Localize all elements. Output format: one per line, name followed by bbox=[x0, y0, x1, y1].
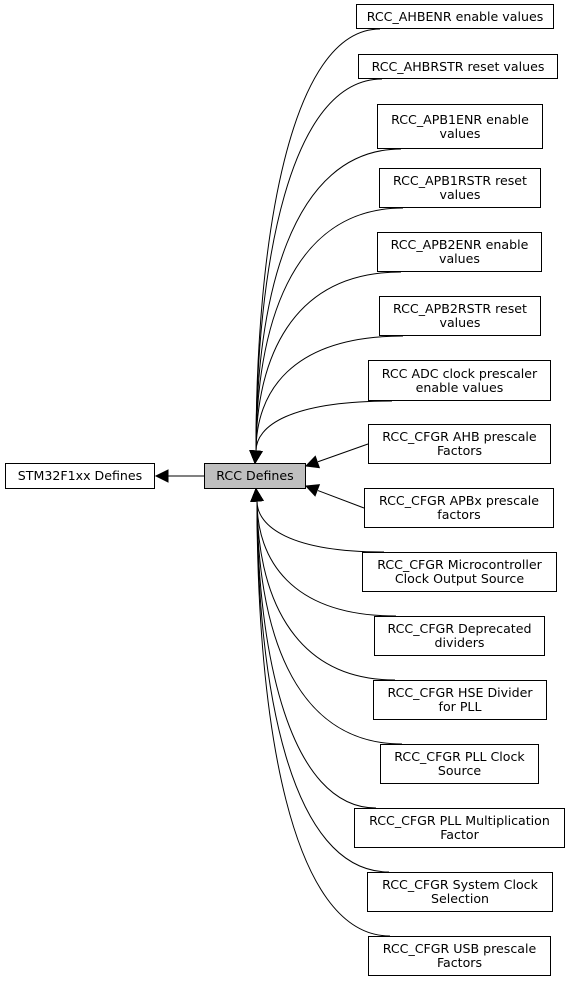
node-rcc-ahbrstr-reset-values[interactable]: RCC_AHBRSTR reset values bbox=[358, 54, 558, 79]
node-label-line-2: values bbox=[439, 125, 481, 141]
node-label-line-1: RCC_CFGR PLL Multiplication bbox=[369, 813, 550, 828]
edge-child-13 bbox=[256, 500, 403, 745]
node-label-line-1: RCC_CFGR Microcontroller bbox=[377, 557, 542, 572]
edge-child-6 bbox=[255, 335, 404, 452]
edge-child-12 bbox=[256, 500, 396, 681]
node-label-line-2: values bbox=[439, 315, 481, 330]
edge-child-14 bbox=[256, 500, 377, 809]
node-label-line-2: Clock Output Source bbox=[394, 571, 525, 586]
node-label-line-1: RCC_CFGR HSE Divider bbox=[387, 685, 533, 700]
edge-child-2 bbox=[255, 78, 383, 452]
node-label-line-1: RCC_AHBENR enable values bbox=[366, 8, 544, 24]
node-label-line-2: values bbox=[439, 187, 481, 202]
node-label-line-2: Factors bbox=[436, 443, 483, 458]
node-label-line-1: RCC_CFGR PLL Clock bbox=[394, 749, 525, 764]
node-label-line-1: RCC_CFGR AHB prescale bbox=[382, 429, 537, 444]
edge-arrowhead bbox=[304, 484, 321, 497]
node-label-line-1: RCC_CFGR System Clock bbox=[382, 877, 538, 892]
node-label-line-2: Selection bbox=[430, 891, 490, 906]
edge-child-7 bbox=[255, 400, 393, 452]
node-label-line-1: RCC_CFGR Deprecated bbox=[387, 621, 532, 636]
edge-arrowhead bbox=[304, 455, 321, 469]
edge-arrowhead bbox=[250, 487, 264, 503]
node-label-line-1: RCC_CFGR USB prescale bbox=[382, 941, 537, 956]
node-label-line-2: factors bbox=[437, 507, 481, 522]
edge-child-16 bbox=[256, 500, 391, 937]
edge-child-9 bbox=[317, 490, 365, 509]
node-label-line-2: values bbox=[439, 251, 480, 266]
edge-child-5 bbox=[255, 271, 402, 452]
edge-child-4 bbox=[255, 207, 404, 452]
node-label-line-1: RCC_CFGR APBx prescale bbox=[379, 493, 539, 508]
node-label-line-1: RCC Defines bbox=[216, 468, 294, 483]
edge-child-8 bbox=[317, 443, 369, 463]
node-rcc-ahbenr-enable-values[interactable]: RCC_AHBENR enable values bbox=[356, 4, 554, 29]
node-label-line-1: RCC_AHBRSTR reset values bbox=[371, 58, 545, 74]
edge-child-15 bbox=[256, 500, 390, 873]
node-label-line-1: RCC_APB2RSTR reset bbox=[393, 301, 527, 316]
edge-arrowhead bbox=[154, 469, 169, 483]
node-label-line-1: RCC_APB1ENR enable bbox=[391, 111, 529, 127]
node-rcc-defines: RCC Defines bbox=[204, 463, 306, 489]
edge-child-10 bbox=[256, 500, 385, 553]
node-label-line-2: Source bbox=[437, 763, 482, 778]
node-label-line-1: RCC_APB1RSTR reset bbox=[393, 173, 527, 188]
node-stm32f1xx-defines[interactable]: STM32F1xx Defines bbox=[5, 463, 155, 489]
node-label-line-2: Factor bbox=[440, 827, 479, 842]
edge-arrowhead bbox=[249, 449, 263, 465]
edge-child-11 bbox=[256, 500, 397, 617]
node-label-line-2: enable values bbox=[415, 379, 504, 395]
node-label-line-2: for PLL bbox=[438, 699, 482, 714]
node-label-line-1: STM32F1xx Defines bbox=[17, 468, 143, 483]
edge-child-3 bbox=[255, 148, 402, 452]
node-label-line-2: Factors bbox=[436, 955, 483, 970]
node-label-line-2: dividers bbox=[434, 635, 485, 650]
node-label-line-1: RCC ADC clock prescaler bbox=[381, 365, 538, 381]
node-label-line-1: RCC_APB2ENR enable bbox=[390, 237, 529, 252]
